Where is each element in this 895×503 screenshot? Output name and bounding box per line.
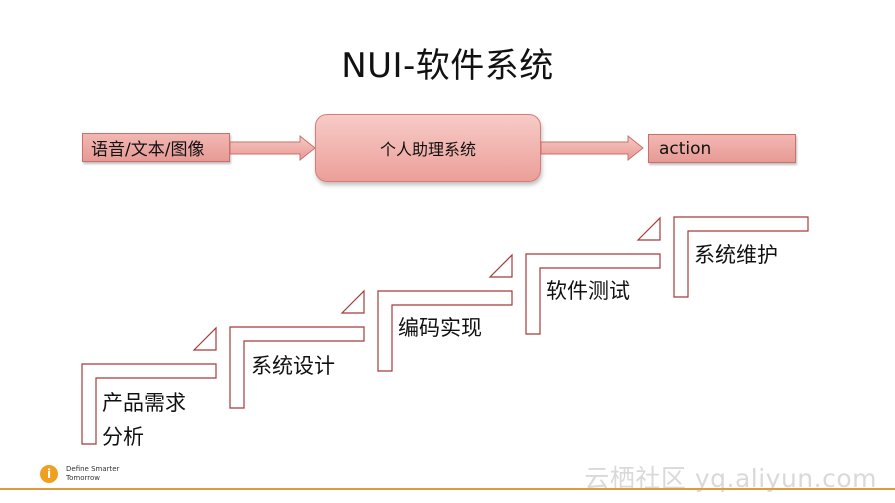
input-label: 语音/文本/图像 (91, 140, 205, 160)
step-shape-5 (673, 216, 809, 298)
assistant-system-label: 个人助理系统 (379, 140, 476, 159)
step-label-1-line2: 分析 (102, 425, 144, 449)
logo-tagline-line1: Define Smarter (66, 465, 120, 473)
step-corner-1 (192, 326, 217, 351)
input-box: 语音/文本/图像 (82, 133, 230, 162)
step-label-3: 编码实现 (398, 316, 482, 340)
step-shape-4 (525, 253, 661, 335)
output-label: action (659, 138, 712, 159)
footer-divider (0, 488, 895, 490)
logo-icon: i (40, 465, 58, 483)
output-box: action (648, 134, 796, 163)
step-label-2: 系统设计 (251, 354, 335, 378)
arrow-input-to-system (229, 134, 316, 162)
step-label-5: 系统维护 (694, 243, 778, 267)
step-shape-3 (377, 290, 513, 372)
page-title: NUI-软件系统 (341, 46, 554, 86)
step-label-1-line1: 产品需求 (102, 391, 186, 415)
step-label-4: 软件测试 (546, 279, 630, 303)
step-corner-3 (488, 253, 513, 278)
step-corner-2 (340, 289, 365, 314)
logo-tagline: Define Smarter Tomorrow (66, 465, 119, 483)
step-corner-4 (636, 216, 661, 241)
step-shape-1 (81, 363, 217, 445)
step-label-1: 产品需求 分析 (102, 386, 186, 454)
logo-tagline-line2: Tomorrow (66, 474, 100, 482)
step-shape-2 (229, 326, 365, 409)
arrow-system-to-output (540, 134, 644, 162)
